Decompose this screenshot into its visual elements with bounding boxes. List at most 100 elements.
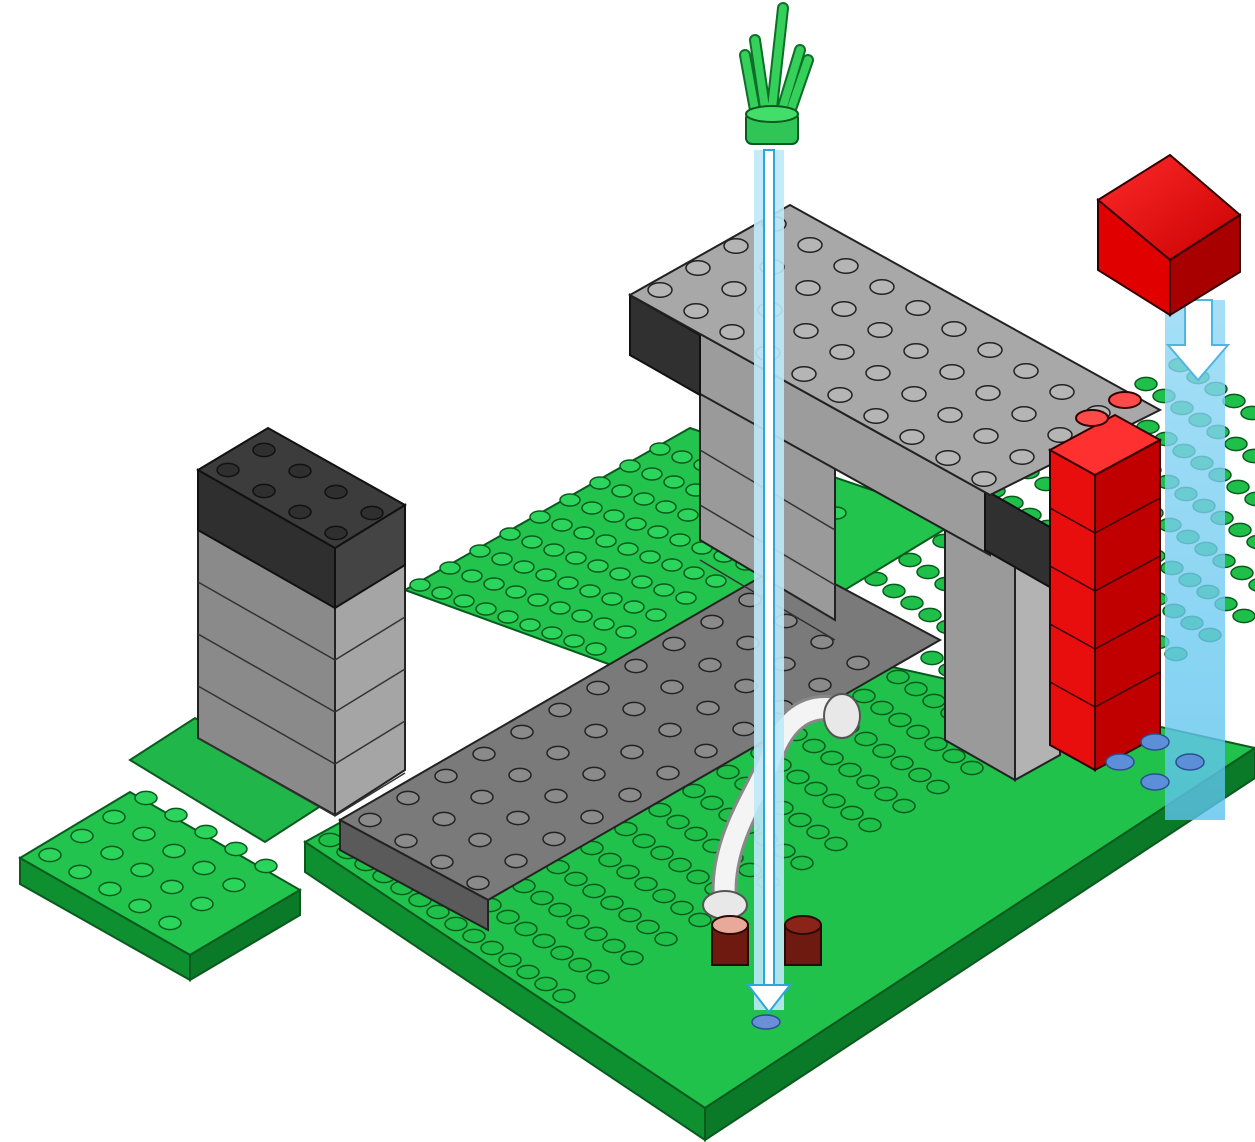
terrace-stud: [498, 611, 518, 623]
side-plate-stud: [133, 827, 155, 840]
gray-plate-stud: [505, 854, 527, 867]
baseplate-stud: [855, 732, 877, 745]
hose-end-bottom: [703, 891, 747, 919]
gray-plate-stud: [433, 812, 455, 825]
baseplate-stud: [481, 941, 503, 954]
baseplate-stud: [565, 872, 587, 885]
baseplate-stud: [1231, 566, 1253, 579]
baseplate-stud: [531, 891, 553, 904]
arch-stud: [974, 429, 998, 443]
baseplate-stud: [943, 749, 965, 762]
baseplate-stud: [853, 689, 875, 702]
target-stud: [1141, 774, 1169, 790]
terrace-stud: [566, 552, 586, 564]
baseplate-stud: [1135, 377, 1157, 390]
baseplate-stud: [857, 775, 879, 788]
terrace-stud: [678, 509, 698, 521]
baseplate-stud: [841, 806, 863, 819]
terrace-stud: [672, 451, 692, 463]
terrace-stud: [604, 510, 624, 522]
gray-plate-stud: [549, 703, 571, 716]
arch-stud: [976, 386, 1000, 400]
baseplate-stud: [603, 939, 625, 952]
terrace-stud: [610, 568, 630, 580]
terrace-stud: [648, 526, 668, 538]
baseplate-stud: [685, 827, 707, 840]
terrace-stud: [590, 477, 610, 489]
gray-plate-stud: [469, 833, 491, 846]
gray-plate-stud: [507, 811, 529, 824]
side-plate-stud: [129, 899, 151, 912]
terrace-stud: [624, 601, 644, 613]
baseplate-stud: [917, 565, 939, 578]
terrace-stud: [550, 602, 570, 614]
gray-plate-stud: [431, 855, 453, 868]
side-plate-stud: [165, 808, 187, 821]
terrace-stud: [582, 502, 602, 514]
baseplate-stud: [633, 834, 655, 847]
baseplate-stud: [887, 670, 909, 683]
baseplate-stud: [585, 927, 607, 940]
arch-stud: [938, 408, 962, 422]
gray-plate-stud: [809, 678, 831, 691]
gray-plate-stud: [467, 876, 489, 889]
baseplate-stud: [1243, 449, 1255, 462]
side-plate-stud: [39, 848, 61, 861]
terrace-stud: [662, 559, 682, 571]
arch-stud: [936, 451, 960, 465]
gray-plate-stud: [695, 744, 717, 757]
terrace-stud: [664, 476, 684, 488]
arch-stud: [796, 281, 820, 295]
target-stud: [1176, 754, 1204, 770]
baseplate-stud: [839, 763, 861, 776]
terrace-stud: [572, 610, 592, 622]
gray-plate-stud: [847, 656, 869, 669]
side-plate-stud: [103, 810, 125, 823]
arch-stud: [1012, 407, 1036, 421]
red-tower-side: [1095, 440, 1160, 770]
arch-stud: [684, 304, 708, 318]
pillar-stud: [361, 506, 383, 519]
terrace-stud: [470, 545, 490, 557]
baseplate-stud: [319, 833, 341, 846]
gray-plate-stud: [583, 767, 605, 780]
terrace-stud: [616, 626, 636, 638]
terrace-stud: [558, 577, 578, 589]
terrace-stud: [484, 578, 504, 590]
arch-stud: [904, 344, 928, 358]
terrace-stud: [492, 553, 512, 565]
terrace-stud: [646, 609, 666, 621]
baseplate-stud: [667, 815, 689, 828]
side-plate-stud: [163, 844, 185, 857]
baseplate-stud: [549, 903, 571, 916]
terrace-stud: [618, 543, 638, 555]
arch-stud: [798, 238, 822, 252]
baseplate-stud: [651, 846, 673, 859]
gray-plate-stud: [619, 788, 641, 801]
guide-line-core: [764, 150, 774, 1000]
baseplate-stud: [551, 946, 573, 959]
terrace-stud: [542, 627, 562, 639]
gray-plate-stud: [657, 766, 679, 779]
terrace-stud: [500, 528, 520, 540]
gray-plate-stud: [509, 768, 531, 781]
gray-plate-stud: [659, 723, 681, 736]
terrace-stud: [620, 460, 640, 472]
arch-stud: [1050, 385, 1074, 399]
baseplate-stud: [515, 922, 537, 935]
terrace-stud: [612, 485, 632, 497]
arch-stud: [832, 302, 856, 316]
baseplate-stud: [1249, 578, 1255, 591]
hose-end-top: [824, 694, 860, 738]
arch-stud: [978, 343, 1002, 357]
baseplate-stud: [923, 694, 945, 707]
pillar-stud: [217, 463, 239, 476]
terrace-stud: [596, 535, 616, 547]
gray-plate-stud: [435, 769, 457, 782]
gray-plate-stud: [697, 701, 719, 714]
red-tower-front: [1050, 450, 1095, 770]
arch-stud: [900, 430, 924, 444]
pillar-stud: [253, 484, 275, 497]
gray-plate-stud: [511, 725, 533, 738]
